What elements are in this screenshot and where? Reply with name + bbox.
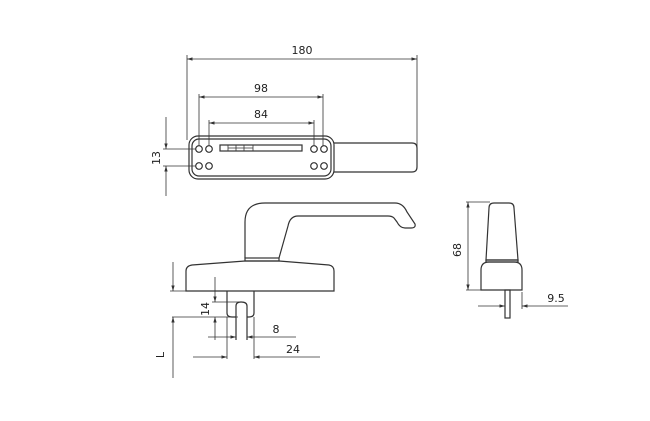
escutcheon-plate-outer	[188, 135, 335, 180]
knob-grip	[485, 202, 519, 261]
dim-98: 98	[254, 82, 268, 95]
dim-14: 14	[199, 302, 212, 316]
knob-base	[480, 261, 523, 291]
spindle-body	[226, 291, 255, 318]
dim-24: 24	[286, 343, 300, 356]
side-spindle	[504, 289, 511, 319]
lever-arm-top	[334, 142, 418, 173]
side-view: 68 9.5	[451, 201, 568, 319]
lever-handle	[244, 202, 416, 259]
spindle-slot	[235, 301, 248, 340]
dim-13: 13	[150, 151, 163, 165]
dim-L: L	[154, 351, 167, 358]
mounting-holes	[195, 145, 328, 170]
position-slot	[219, 144, 303, 152]
dim-84: 84	[254, 108, 268, 121]
dim-8: 8	[273, 323, 280, 336]
dim-68: 68	[451, 243, 464, 257]
front-view: 14 8 24 L	[154, 202, 416, 378]
top-view: 180 98 84 13	[150, 44, 418, 196]
escutcheon-plate-inner	[191, 138, 332, 177]
dim-180: 180	[292, 44, 313, 57]
handle-base	[185, 260, 335, 292]
dim-9-5: 9.5	[547, 292, 565, 305]
